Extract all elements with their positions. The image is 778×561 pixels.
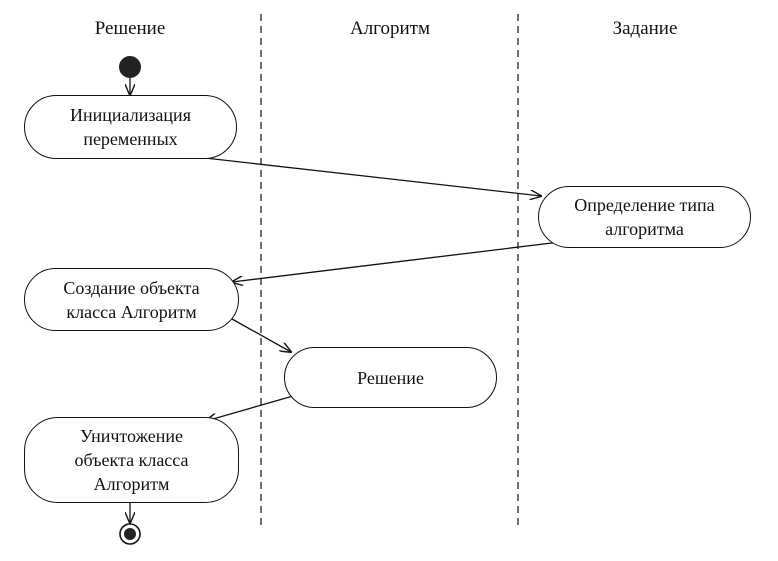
flow-solve-to-destroy [206, 395, 294, 421]
activity-label-line: Инициализация [70, 105, 191, 125]
lane-title-algorithm: Алгоритм [349, 18, 431, 39]
activity-determine-algorithm-type: Определение типа алгоритма [538, 186, 751, 248]
activity-label-line: Создание объекта [63, 277, 200, 298]
activity-label-line: объекта класса [74, 450, 189, 470]
activity-init-variables: Инициализация переменных [24, 95, 237, 159]
flow-create-to-solve [231, 318, 291, 352]
end-node [119, 523, 141, 545]
activity-label-line: класса Алгоритм [66, 301, 197, 322]
activity-label-line: Уничтожение [79, 426, 184, 446]
activity-label-line: Определение типа [574, 195, 715, 215]
activity-solve: Решение [284, 347, 497, 408]
start-node [119, 56, 141, 78]
activity-label-line: Решение [357, 367, 424, 388]
activity-destroy-algorithm-object: Уничтожение объекта класса Алгоритм [24, 417, 239, 503]
activity-label-line: алгоритма [605, 219, 684, 239]
lane-title-task: Задание [612, 18, 678, 39]
activity-label-line: переменных [83, 129, 178, 149]
activity-create-algorithm-object: Создание объекта класса Алгоритм [24, 268, 239, 331]
lane-title-solution: Решение [94, 18, 166, 39]
activity-label-line: Алгоритм [93, 474, 170, 494]
flow-determine-to-create [232, 241, 561, 282]
flow-init-to-determine [204, 157, 541, 196]
